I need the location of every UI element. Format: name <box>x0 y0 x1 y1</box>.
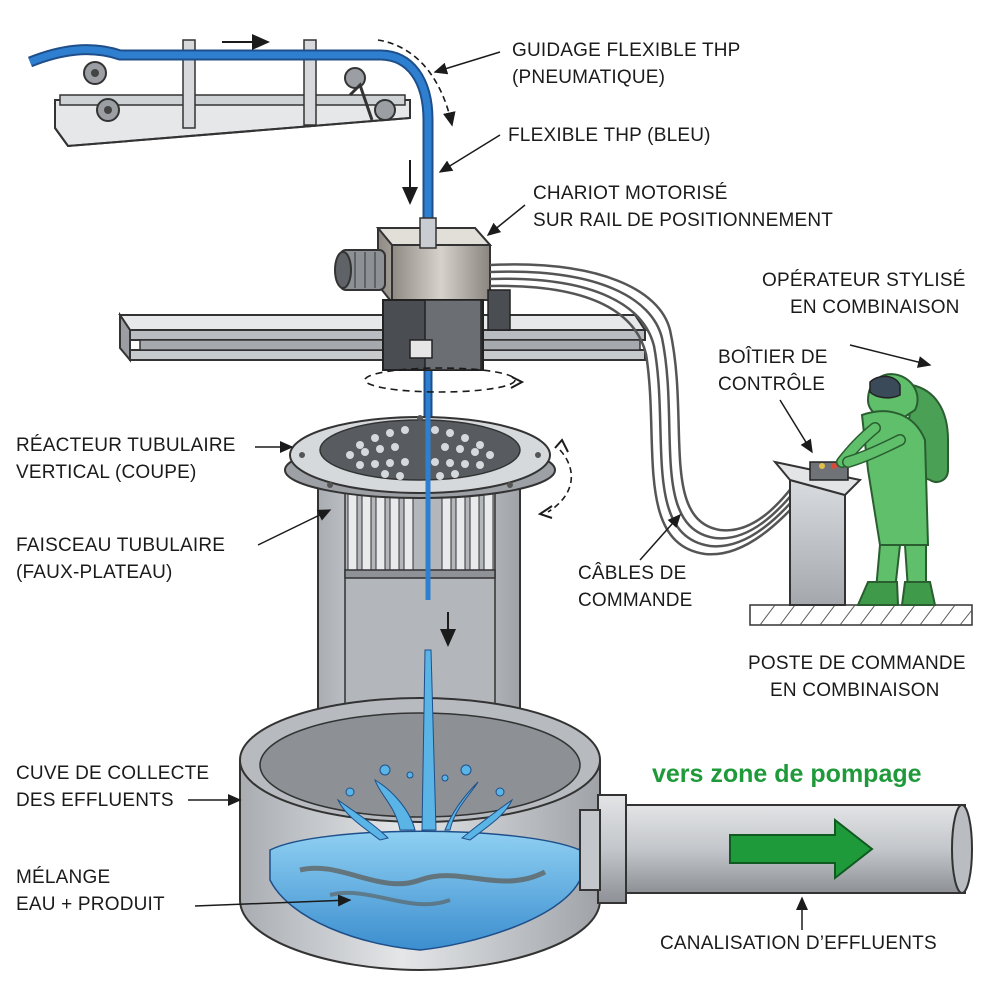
label-guidage-2: (PNEUMATIQUE) <box>512 67 666 88</box>
label-reacteur-2: VERTICAL (COUPE) <box>16 462 197 483</box>
collection-tank <box>239 697 601 972</box>
label-cuve-1: CUVE DE COLLECTE <box>16 763 210 784</box>
control-station <box>749 460 973 626</box>
effluent-pipe <box>579 794 973 904</box>
label-cables-1: CÂBLES DE <box>578 563 687 584</box>
label-melange-1: MÉLANGE <box>16 867 111 888</box>
motorised-carriage <box>334 217 511 371</box>
control-cables <box>489 263 815 556</box>
label-cables-2: COMMANDE <box>578 590 693 611</box>
label-poste-1: POSTE DE COMMANDE <box>748 653 966 674</box>
label-pompage: vers zone de pompage <box>652 760 922 788</box>
label-operateur-2: EN COMBINAISON <box>790 297 960 318</box>
guide-rail <box>54 39 411 148</box>
label-cuve-2: DES EFFLUENTS <box>16 790 174 811</box>
label-faisceau-2: (FAUX-PLATEAU) <box>16 562 173 583</box>
label-flexible: FLEXIBLE THP (BLEU) <box>508 125 711 146</box>
label-faisceau-1: FAISCEAU TUBULAIRE <box>16 535 226 556</box>
label-poste-2: EN COMBINAISON <box>770 680 940 701</box>
operator <box>836 373 949 606</box>
label-operateur-1: OPÉRATEUR STYLISÉ <box>762 270 966 291</box>
water-jet <box>336 649 514 841</box>
label-chariot-2: SUR RAIL DE POSITIONNEMENT <box>533 210 834 231</box>
label-boitier-1: BOÎTIER DE <box>718 347 828 368</box>
label-melange-2: EAU + PRODUIT <box>16 894 165 915</box>
leader-lines <box>188 51 932 930</box>
label-boitier-2: CONTRÔLE <box>718 374 826 395</box>
label-guidage-1: GUIDAGE FLEXIBLE THP <box>512 40 741 61</box>
label-canalisation: CANALISATION D’EFFLUENTS <box>660 933 937 954</box>
label-chariot-1: CHARIOT MOTORISÉ <box>533 183 728 204</box>
label-reacteur-1: RÉACTEUR TUBULAIRE <box>16 435 236 456</box>
